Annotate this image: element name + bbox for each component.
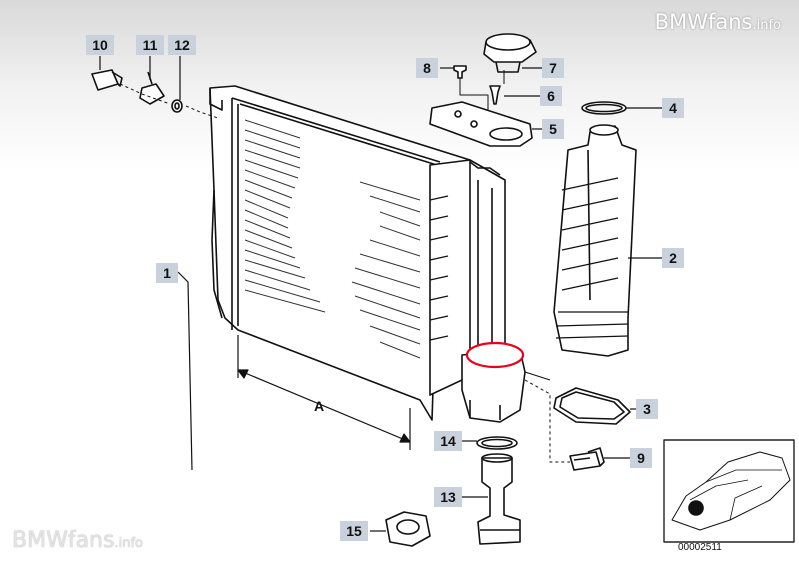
dimension-a xyxy=(237,335,411,450)
screw-6 xyxy=(489,85,501,105)
sensor-11 xyxy=(139,71,165,105)
callout-5: 5 xyxy=(542,119,564,139)
callout-6: 6 xyxy=(540,86,562,106)
watermark-bottom-suffix: .info xyxy=(114,536,143,551)
radiator xyxy=(209,85,526,423)
callout-10: 10 xyxy=(86,35,114,55)
cap xyxy=(483,33,537,73)
callout-9: 9 xyxy=(630,448,652,468)
watermark-top-brand: BMWfans xyxy=(654,10,753,34)
callout-2: 2 xyxy=(662,248,684,268)
expansion-tank xyxy=(553,124,637,357)
callout-11: 11 xyxy=(136,35,164,55)
watermark-bottom: BMWfans.info xyxy=(12,528,143,553)
dimension-label: A xyxy=(314,398,325,414)
sensor-10 xyxy=(91,69,123,91)
sensor-13 xyxy=(477,453,521,545)
bolt-9 xyxy=(569,447,605,471)
callout-13: 13 xyxy=(434,487,462,507)
watermark-top: BMWfans.info xyxy=(655,10,781,34)
watermark-bottom-brand: BMWfans xyxy=(12,528,115,553)
reference-number: 00002511 xyxy=(678,542,722,553)
callout-7: 7 xyxy=(542,58,564,78)
gasket-3 xyxy=(553,387,631,425)
callout-14: 14 xyxy=(434,431,462,451)
nut-15 xyxy=(385,511,431,547)
callout-15: 15 xyxy=(340,521,368,541)
vehicle-locator-inset xyxy=(663,439,795,543)
screw-8 xyxy=(453,65,489,110)
callout-1: 1 xyxy=(156,263,178,283)
o-ring-14 xyxy=(476,436,518,450)
bracket xyxy=(429,101,533,147)
callout-12: 12 xyxy=(168,35,196,55)
watermark-top-suffix: .info xyxy=(752,18,781,33)
washer-12 xyxy=(171,99,183,113)
callout-4: 4 xyxy=(662,98,684,118)
callout-3: 3 xyxy=(636,399,658,419)
callout-8: 8 xyxy=(416,58,438,78)
